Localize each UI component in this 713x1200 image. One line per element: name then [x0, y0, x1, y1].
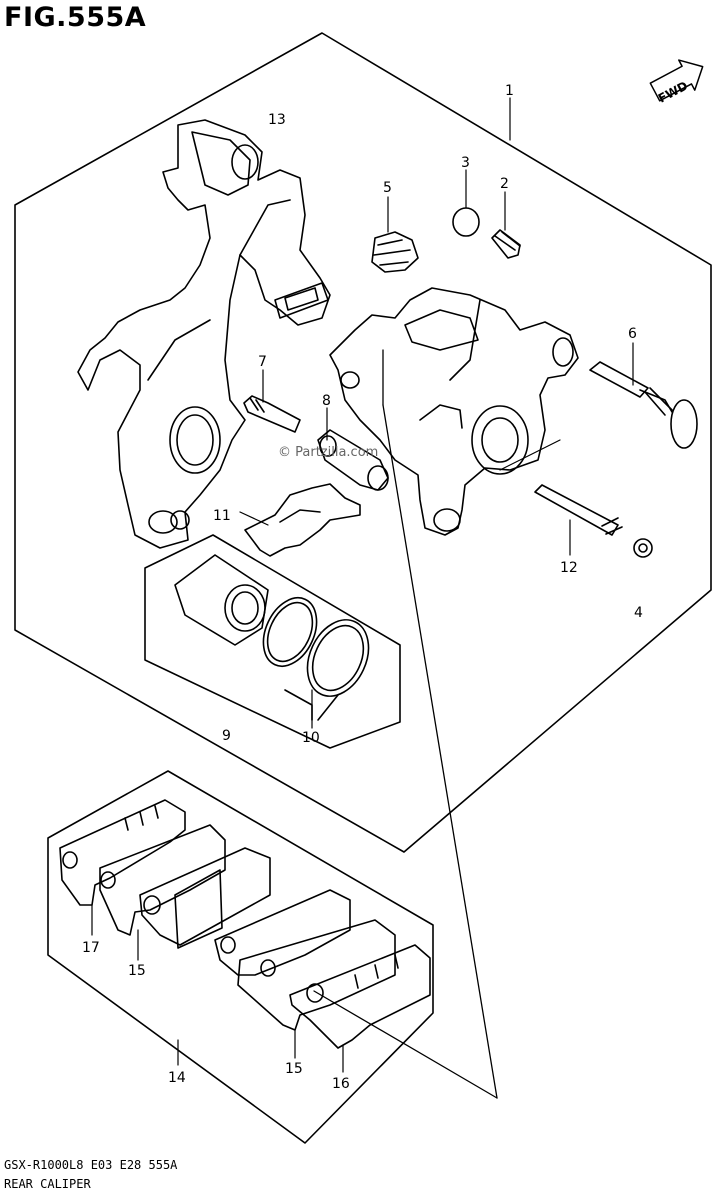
pad-friction-left	[139, 847, 271, 949]
callout-5: 5	[383, 180, 392, 196]
piston-kit-outline	[144, 534, 401, 749]
callout-3: 3	[461, 155, 470, 171]
callout-14: 14	[168, 1070, 186, 1086]
fwd-arrow-icon	[649, 59, 704, 102]
caliper-bracket	[77, 119, 331, 549]
bleeder-valve	[491, 229, 521, 259]
model-code: GSX-R1000L8 E03 E28 555A	[4, 1158, 178, 1172]
slide-pin	[589, 361, 698, 449]
pad-set-outline	[47, 770, 434, 1144]
fwd-label: FWD	[656, 79, 690, 106]
callout-17: 17	[82, 940, 100, 956]
callout-15-left: 15	[128, 963, 146, 979]
pad-backing-right	[237, 919, 396, 1031]
piston	[174, 554, 269, 646]
callout-6: 6	[628, 326, 637, 342]
callout-16: 16	[332, 1076, 350, 1092]
watermark: © Partzilla.com	[278, 445, 378, 460]
dust-boot	[371, 231, 419, 273]
callout-labels: 1 2 3 4 5 6 7 8 9 10 11 12 13 14 15 15 1…	[82, 83, 643, 1092]
leader-lines	[91, 97, 634, 1073]
callout-8: 8	[322, 393, 331, 409]
figure-title: FIG.555A	[4, 2, 147, 33]
callout-12: 12	[560, 560, 578, 576]
callout-13: 13	[268, 112, 286, 128]
bolt	[243, 395, 301, 433]
callout-1: 1	[505, 83, 514, 99]
diagram-name: REAR CALIPER	[4, 1177, 91, 1191]
pad-pin	[534, 484, 623, 536]
caliper-assembly-outline	[14, 32, 712, 853]
caliper-body	[329, 287, 579, 536]
piston-seals	[262, 597, 370, 721]
pad-friction-right	[214, 889, 351, 976]
bleeder-cap	[452, 207, 480, 237]
pad-shim-rear	[59, 799, 186, 906]
callout-9: 9	[222, 728, 231, 744]
callout-4: 4	[634, 605, 643, 621]
callout-15-right: 15	[285, 1061, 303, 1077]
sleeve	[317, 429, 389, 491]
callout-11: 11	[213, 508, 231, 524]
guide-line	[382, 404, 498, 1099]
nut	[633, 538, 653, 558]
callout-2: 2	[500, 176, 509, 192]
pad-backing-left	[99, 824, 226, 936]
callout-10: 10	[302, 730, 320, 746]
pad-shim-front	[289, 944, 431, 1049]
pad-spring	[244, 483, 361, 557]
guide-line-pad	[313, 990, 498, 1099]
callout-7: 7	[258, 354, 267, 370]
